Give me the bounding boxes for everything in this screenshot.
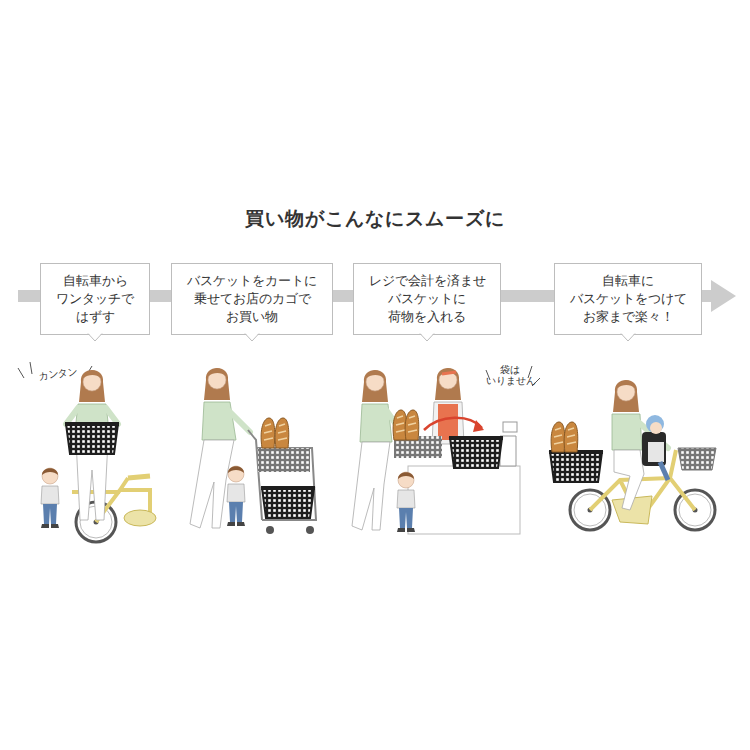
bubble-text: 自転車から ワンタッチで はずす bbox=[51, 272, 139, 326]
flow-band bbox=[150, 290, 171, 302]
bubble-tail bbox=[420, 333, 434, 342]
note-label: 袋は いりません bbox=[486, 364, 534, 387]
speech-bubble: レジで会計を済ませ バスケットに 荷物を入れる bbox=[353, 263, 501, 335]
note-label: カンタン bbox=[27, 364, 88, 384]
bubble-text: レジで会計を済ませ バスケットに 荷物を入れる bbox=[364, 272, 490, 326]
diagram-title: 買い物がこんなにスムーズに bbox=[0, 206, 750, 232]
bubble-text: バスケットをカートに 乗せてお店のカゴで お買い物 bbox=[182, 272, 322, 326]
bubble-tail bbox=[621, 333, 635, 342]
speech-bubble: 自転車に バスケットをつけて お家まで楽々！ bbox=[554, 263, 702, 335]
bubble-tail bbox=[245, 333, 259, 342]
speech-bubble: バスケットをカートに 乗せてお店のカゴで お買い物 bbox=[171, 263, 333, 335]
bubble-text: 自転車に バスケットをつけて お家まで楽々！ bbox=[565, 272, 691, 326]
flow-band bbox=[501, 290, 554, 302]
speech-bubble: 自転車から ワンタッチで はずす bbox=[40, 263, 150, 335]
flow-band bbox=[333, 290, 353, 302]
bubble-tail bbox=[88, 333, 102, 342]
